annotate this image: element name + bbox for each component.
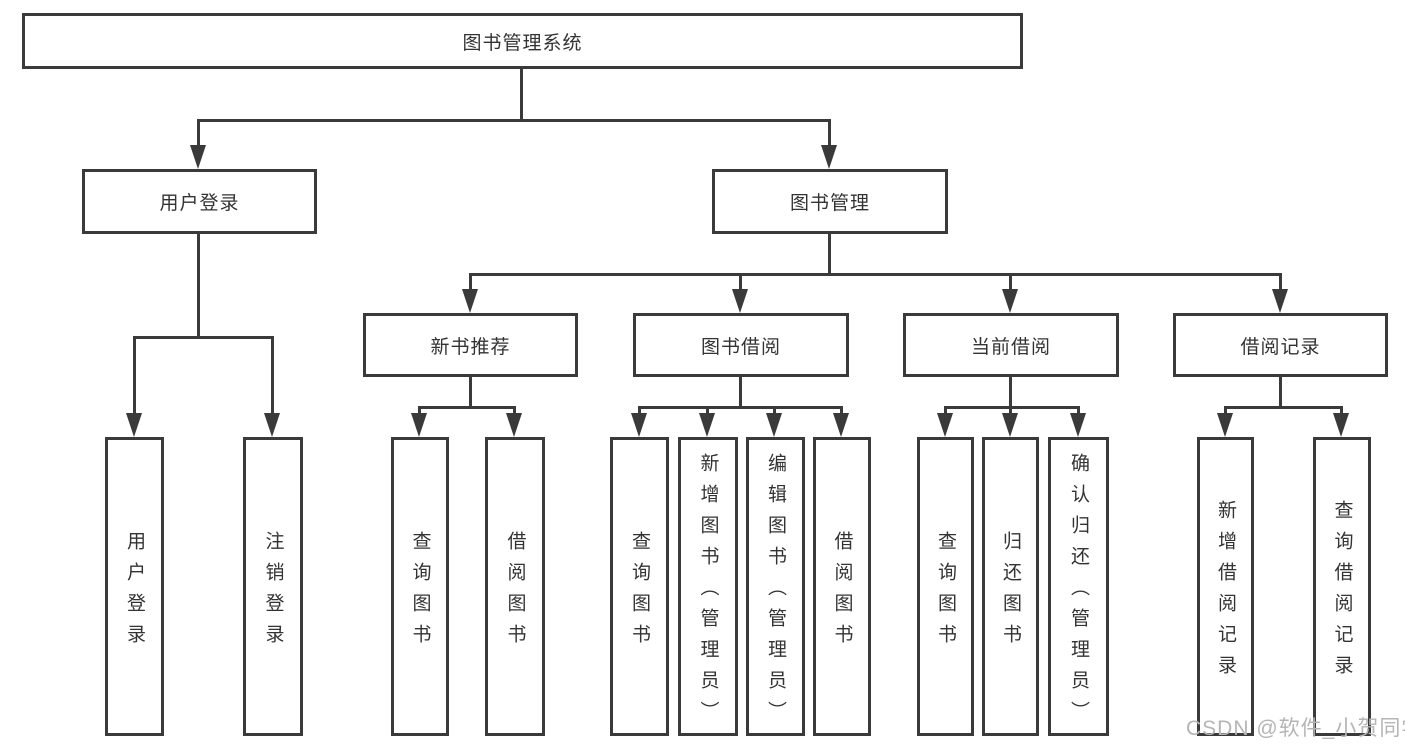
connector-line bbox=[1009, 273, 1012, 291]
connector-line bbox=[469, 273, 472, 291]
arrow-down-icon bbox=[1070, 413, 1086, 437]
connector-line bbox=[828, 119, 831, 149]
connector-line bbox=[1009, 406, 1012, 416]
arrow-down-icon bbox=[1333, 413, 1349, 437]
arrow-down-icon bbox=[631, 413, 647, 437]
csdn-watermark: CSDN @软件_小贺同学 bbox=[1186, 717, 1405, 740]
connector-line bbox=[197, 119, 831, 122]
arrow-down-icon bbox=[821, 145, 837, 169]
node-leaf-borrowing-edit-books-admin: 编辑图书（管理员） bbox=[746, 437, 805, 736]
node-label: 查询借阅记录 bbox=[1331, 499, 1353, 686]
connector-line bbox=[840, 406, 843, 416]
connector-line bbox=[1224, 406, 1343, 409]
connector-line bbox=[1340, 406, 1343, 416]
arrow-down-icon bbox=[462, 289, 478, 313]
node-leaf-borrowing-borrow-books: 借阅图书 bbox=[813, 437, 871, 736]
arrow-down-icon bbox=[264, 413, 280, 437]
arrow-down-icon bbox=[766, 413, 782, 437]
connector-line bbox=[1009, 376, 1012, 408]
node-label: 归还图书 bbox=[1000, 530, 1021, 655]
arrow-down-icon bbox=[126, 413, 142, 437]
connector-line bbox=[469, 376, 472, 408]
node-leaf-borrowing-add-books-admin: 新增图书（管理员） bbox=[678, 437, 738, 736]
connector-line bbox=[197, 119, 200, 149]
node-label: 借阅记录 bbox=[1240, 336, 1321, 358]
node-leaf-newrec-borrow-books: 借阅图书 bbox=[485, 437, 545, 736]
node-label: 查询图书 bbox=[409, 530, 431, 655]
connector-line bbox=[513, 406, 516, 416]
arrow-down-icon bbox=[1002, 413, 1018, 437]
node-leaf-current-return-books: 归还图书 bbox=[982, 437, 1039, 736]
node-label: 借阅图书 bbox=[831, 530, 853, 655]
node-label: 图书管理 bbox=[789, 193, 870, 214]
node-label: 查询图书 bbox=[935, 530, 956, 655]
node-label: 新增借阅记录 bbox=[1215, 499, 1236, 686]
node-label: 用户登录 bbox=[124, 530, 145, 655]
arrow-down-icon bbox=[732, 289, 748, 313]
node-leaf-current-query-books: 查询图书 bbox=[917, 437, 974, 736]
node-label: 用户登录 bbox=[159, 193, 240, 214]
connector-line bbox=[739, 376, 742, 408]
node-leaf-logout: 注销登录 bbox=[243, 437, 303, 736]
connector-line bbox=[197, 233, 200, 339]
node-current-borrowing: 当前借阅 bbox=[903, 313, 1119, 377]
connector-line bbox=[739, 273, 742, 291]
connector-line bbox=[944, 406, 947, 416]
connector-line bbox=[1224, 406, 1227, 416]
connector-line bbox=[1279, 376, 1282, 408]
arrow-down-icon bbox=[699, 413, 715, 437]
connector-line bbox=[638, 406, 842, 409]
node-label: 当前借阅 bbox=[970, 336, 1051, 358]
arrow-down-icon bbox=[937, 413, 953, 437]
connector-line bbox=[133, 336, 274, 339]
arrow-down-icon bbox=[1217, 413, 1233, 437]
node-new-book-recommend: 新书推荐 bbox=[363, 313, 578, 377]
connector-line bbox=[469, 273, 1281, 276]
connector-line bbox=[133, 336, 136, 415]
node-label: 借阅图书 bbox=[504, 530, 526, 655]
node-label: 图书管理系统 bbox=[462, 32, 583, 54]
connector-line bbox=[1077, 406, 1080, 416]
connector-line bbox=[418, 406, 421, 416]
node-label: 新增图书（管理员） bbox=[697, 453, 719, 732]
node-leaf-records-add-record: 新增借阅记录 bbox=[1197, 437, 1254, 736]
node-book-borrowing: 图书借阅 bbox=[633, 313, 849, 377]
node-leaf-borrowing-query-books: 查询图书 bbox=[610, 437, 669, 736]
arrow-down-icon bbox=[1002, 289, 1018, 313]
connector-line bbox=[773, 406, 776, 416]
arrow-down-icon bbox=[190, 145, 206, 169]
arrow-down-icon bbox=[411, 413, 427, 437]
node-leaf-current-confirm-return-admin: 确认归还（管理员） bbox=[1048, 437, 1109, 736]
arrow-down-icon bbox=[833, 413, 849, 437]
connector-line bbox=[1279, 273, 1282, 291]
connector-line bbox=[828, 233, 831, 275]
connector-line bbox=[944, 406, 1080, 409]
node-leaf-newrec-query-books: 查询图书 bbox=[391, 437, 449, 736]
node-label: 查询图书 bbox=[629, 530, 650, 655]
node-user-login: 用户登录 bbox=[82, 169, 317, 234]
node-label: 新书推荐 bbox=[430, 336, 511, 358]
arrow-down-icon bbox=[1272, 289, 1288, 313]
node-leaf-user-login: 用户登录 bbox=[105, 437, 164, 736]
connector-line bbox=[418, 406, 516, 409]
connector-line bbox=[520, 68, 523, 122]
node-label: 注销登录 bbox=[262, 530, 284, 655]
connector-line bbox=[706, 406, 709, 416]
connector-line bbox=[638, 406, 641, 416]
connector-line bbox=[271, 336, 274, 415]
arrow-down-icon bbox=[506, 413, 522, 437]
node-label: 图书借阅 bbox=[700, 336, 781, 358]
node-label: 确认归还（管理员） bbox=[1068, 453, 1089, 732]
node-borrowing-records: 借阅记录 bbox=[1173, 313, 1388, 377]
node-book-management: 图书管理 bbox=[712, 169, 948, 234]
node-root-system: 图书管理系统 bbox=[22, 13, 1023, 69]
node-leaf-records-query-record: 查询借阅记录 bbox=[1313, 437, 1371, 736]
node-label: 编辑图书（管理员） bbox=[765, 453, 786, 732]
